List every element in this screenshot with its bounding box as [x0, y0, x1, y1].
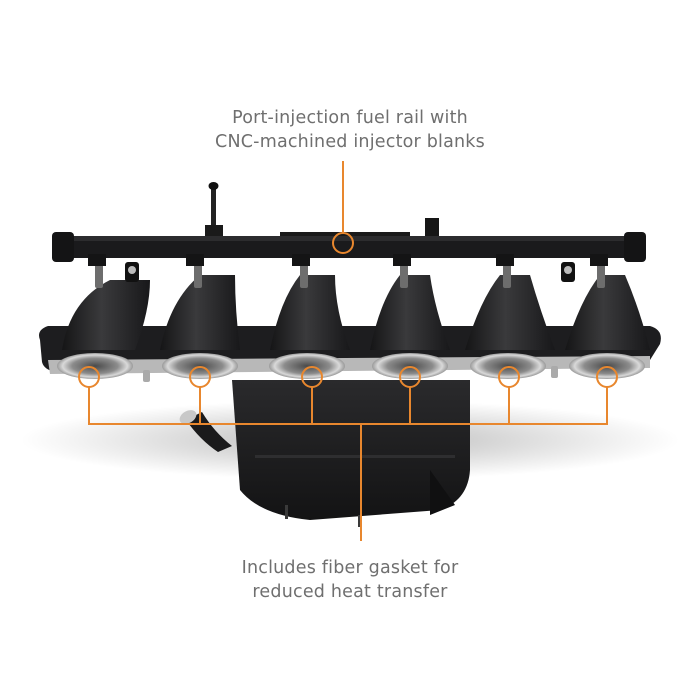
callout-fuel-rail-line2: CNC-machined injector blanks	[215, 132, 485, 152]
hose-fitting	[179, 410, 232, 452]
callout-fuel-rail-line1: Port-injection fuel rail with	[232, 108, 468, 128]
runners	[62, 275, 650, 350]
injectors	[95, 262, 605, 288]
callout-fiber-gasket-line1: Includes fiber gasket for	[241, 558, 459, 578]
top-fittings	[205, 182, 439, 240]
callout-top-leader	[332, 161, 354, 254]
callout-bottom-leader	[78, 366, 618, 541]
sensor-plugs	[125, 262, 575, 282]
fuel-rail	[52, 232, 646, 266]
callout-fuel-rail: Port-injection fuel rail with CNC-machin…	[0, 106, 700, 154]
callout-fiber-gasket: Includes fiber gasket for reduced heat t…	[0, 556, 700, 604]
callout-fiber-gasket-line2: reduced heat transfer	[252, 582, 448, 602]
plenum-box	[232, 380, 470, 527]
